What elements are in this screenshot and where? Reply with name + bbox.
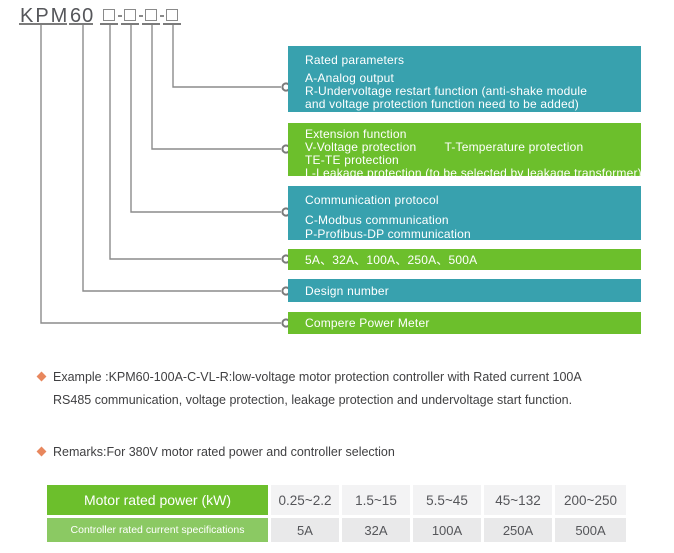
table-cell: 32A [342,518,410,542]
connector-paths [40,25,281,324]
model-digit-box-icon [166,9,178,21]
bar-line: Extension function [305,127,407,141]
model-series: 60 [70,5,95,27]
row-header-rated-current: Controller rated current specifications [47,518,268,542]
bar-line: P-Profibus-DP communication [305,227,471,241]
diamond-bullet-icon [36,371,47,382]
underline [163,23,181,25]
bar-line: TE-TE protection [305,153,399,167]
dash-separator-icon [139,15,143,17]
bar-line: V-Voltage protection T-Temperature prote… [305,140,584,154]
diamond-bullet-icon [36,446,47,457]
bar-line: 5A、32A、100A、250A、500A [305,253,478,267]
model-prefix: KPM [20,5,70,27]
bar-line: R-Undervoltage restart function (anti-sh… [305,84,588,98]
bar-line: A-Analog output [305,71,395,85]
underline [19,23,67,25]
remarks-note: Remarks:For 380V motor rated power and c… [36,441,395,464]
row-header-motor-power: Motor rated power (kW) [47,485,268,515]
table-cell: 45~132 [484,485,552,515]
table-cell: 500A [555,518,626,542]
example-line-1: Example :KPM60-100A-C-VL-R:low-voltage m… [53,370,582,384]
example-line-2: RS485 communication, voltage protection,… [53,393,573,407]
table-cell: 0.25~2.2 [271,485,339,515]
bar-line: C-Modbus communication [305,213,449,227]
table-cell: 250A [484,518,552,542]
bar-rated-current-options: 5A、32A、100A、250A、500A [288,249,641,270]
dash-separator-icon [160,15,164,17]
bar-line: Rated parameters [305,53,405,67]
dash-separator-icon [118,15,122,17]
underline [100,23,118,25]
bar-line: Communication protocol [305,193,439,207]
model-digit-box-icon [124,9,136,21]
bar-product-family: Compere Power Meter [288,312,641,334]
example-text: Example :KPM60-100A-C-VL-R:low-voltage m… [53,366,582,412]
bar-line: Design number [305,283,389,298]
bar-line: L-Leakage protection (to be selected by … [305,166,642,180]
table-cell: 5A [271,518,339,542]
underline [142,23,160,25]
remarks-text: Remarks:For 380V motor rated power and c… [53,445,395,459]
model-digit-box-icon [145,9,157,21]
example-note: Example :KPM60-100A-C-VL-R:low-voltage m… [36,366,582,412]
table-row-rated-current: Controller rated current specifications … [47,518,626,542]
table-cell: 100A [413,518,481,542]
model-digit-box-icon [103,9,115,21]
bar-line: Compere Power Meter [305,316,430,330]
bar-line: and voltage protection function need to … [305,97,579,111]
table-cell: 200~250 [555,485,626,515]
table-cell: 5.5~45 [413,485,481,515]
bar-design-number: Design number [288,279,641,302]
table-cell: 1.5~15 [342,485,410,515]
underline [121,23,139,25]
underline [69,23,93,25]
connector-dots [281,82,291,328]
